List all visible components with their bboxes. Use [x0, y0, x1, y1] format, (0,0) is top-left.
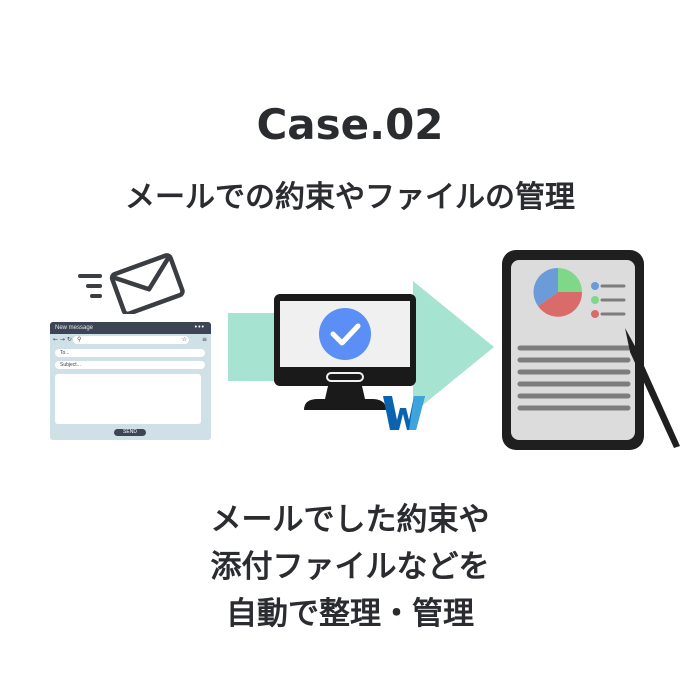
- more-icon: •••: [194, 324, 205, 331]
- description-line: メールでした約束や: [210, 502, 490, 538]
- mail-toolbar: ← → ↻ ⚲ ☆ ≡: [50, 334, 211, 346]
- description-line: 添付ファイルなどを: [210, 549, 490, 585]
- nav-arrows-icon: ← → ↻: [53, 336, 72, 343]
- w-logo-icon: [383, 396, 425, 430]
- search-field: ⚲ ☆: [73, 336, 189, 344]
- mail-window-title: New message: [55, 325, 94, 331]
- search-icon: ⚲: [77, 336, 82, 343]
- send-button: SEND: [114, 429, 146, 436]
- subtitle: メールでの約束やファイルの管理: [125, 180, 575, 215]
- menu-icon: ≡: [201, 336, 207, 343]
- description: メールでした約束や 添付ファイルなどを 自動で整理・管理: [0, 497, 700, 638]
- report-tablet-icon: [502, 250, 680, 450]
- star-icon: ☆: [181, 336, 187, 343]
- to-field: To...: [55, 349, 205, 357]
- case-title: Case.02: [256, 100, 444, 149]
- message-body-field: [55, 374, 201, 424]
- mail-titlebar: New message •••: [50, 322, 211, 334]
- description-line: 自動で整理・管理: [226, 596, 474, 632]
- pen-icon: [625, 328, 680, 448]
- mail-compose-window: New message ••• ← → ↻ ⚲ ☆ ≡ To... Subjec…: [50, 322, 211, 440]
- computer-monitor-icon: [274, 294, 416, 410]
- sent-mail-icon: [78, 253, 185, 314]
- subject-field: Subject...: [55, 361, 205, 369]
